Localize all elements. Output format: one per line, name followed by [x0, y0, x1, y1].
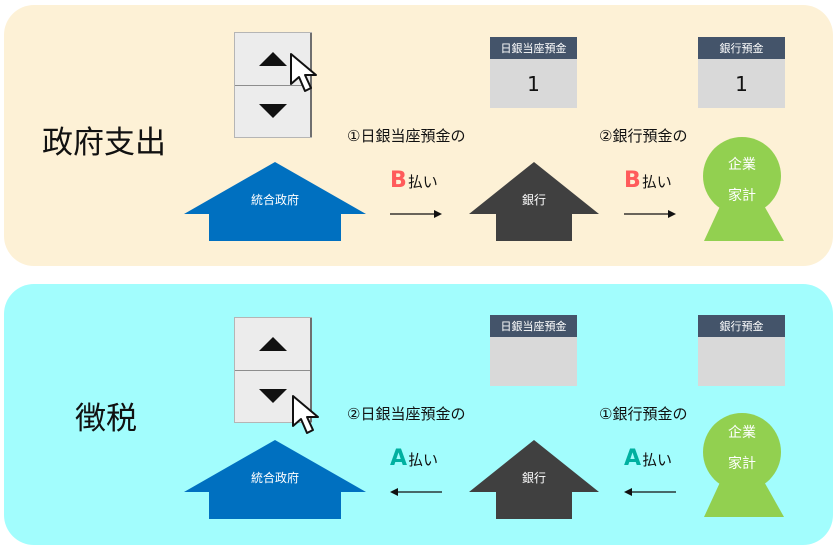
household-label: 企業 家計: [703, 418, 781, 480]
boj-account-box: 日銀当座預金: [490, 315, 577, 386]
bank-label: 銀行: [521, 193, 546, 207]
boj-account-value: 1: [527, 71, 540, 96]
household-line1: 企業: [728, 157, 756, 173]
panel-title: 政府支出: [42, 125, 166, 161]
bank-account-header: 銀行預金: [698, 37, 785, 59]
payment-label: B払い: [624, 168, 672, 193]
down-arrow-icon: [259, 104, 287, 118]
step-boj-label: ②日銀当座預金の: [347, 405, 466, 423]
household-shape: [703, 137, 784, 241]
boj-account-value: [490, 337, 577, 386]
payment-label: B払い: [390, 168, 438, 193]
payment-text: 払い: [407, 173, 438, 191]
bank-account-value: [698, 337, 785, 386]
payment-text: 払い: [408, 451, 439, 469]
payment-label: A払い: [390, 446, 438, 471]
stepper-control[interactable]: [234, 32, 312, 138]
government-shape: [184, 440, 366, 519]
increment-button[interactable]: [235, 33, 311, 86]
decrement-button[interactable]: [235, 370, 311, 422]
taxation-panel: [4, 284, 833, 545]
bank-account-box: 銀行預金: [698, 315, 785, 386]
up-arrow-icon: [259, 337, 287, 351]
bank-label: 銀行: [521, 471, 546, 485]
payment-letter: A: [624, 446, 642, 471]
increment-button[interactable]: [235, 318, 311, 371]
government-label: 統合政府: [250, 471, 299, 485]
boj-account-header: 日銀当座預金: [490, 37, 577, 59]
mouse-pointer-icon: [292, 395, 319, 434]
flow-arrow-left: [624, 488, 676, 496]
step-bank-label: ②銀行預金の: [599, 127, 688, 145]
down-arrow-icon: [259, 389, 287, 403]
flow-arrow-left: [390, 488, 442, 496]
payment-text: 払い: [642, 451, 673, 469]
payment-letter: B: [624, 168, 641, 193]
mouse-pointer-icon: [290, 53, 317, 92]
bank-shape: [469, 162, 599, 241]
payment-text: 払い: [641, 173, 672, 191]
decrement-button[interactable]: [235, 85, 311, 137]
boj-account-header: 日銀当座預金: [490, 315, 577, 337]
household-line1: 企業: [728, 425, 756, 441]
government-shape: [184, 162, 366, 241]
stepper-shadow: [310, 33, 312, 137]
step-bank-label: ①銀行預金の: [599, 405, 688, 423]
stepper-shadow: [310, 318, 312, 422]
bank-account-header: 銀行預金: [698, 315, 785, 337]
bank-shape: [469, 440, 599, 519]
household-line2: 家計: [728, 188, 756, 204]
payment-letter: A: [390, 446, 408, 471]
household-label: 企業 家計: [703, 150, 781, 212]
household-line2: 家計: [728, 456, 756, 472]
payment-letter: B: [390, 168, 407, 193]
flow-arrow-right: [390, 210, 442, 218]
payment-label: A払い: [624, 446, 672, 471]
household-shape: [703, 413, 784, 517]
boj-account-box: 日銀当座預金 1: [490, 37, 577, 108]
panel-title: 徴税: [75, 401, 137, 437]
up-arrow-icon: [259, 52, 287, 66]
bank-account-value: 1: [735, 71, 748, 96]
bank-account-box: 銀行預金 1: [698, 37, 785, 108]
government-label: 統合政府: [250, 193, 299, 207]
flow-arrow-right: [624, 210, 676, 218]
government-spending-panel: [4, 5, 833, 266]
step-boj-label: ①日銀当座預金の: [347, 127, 466, 145]
